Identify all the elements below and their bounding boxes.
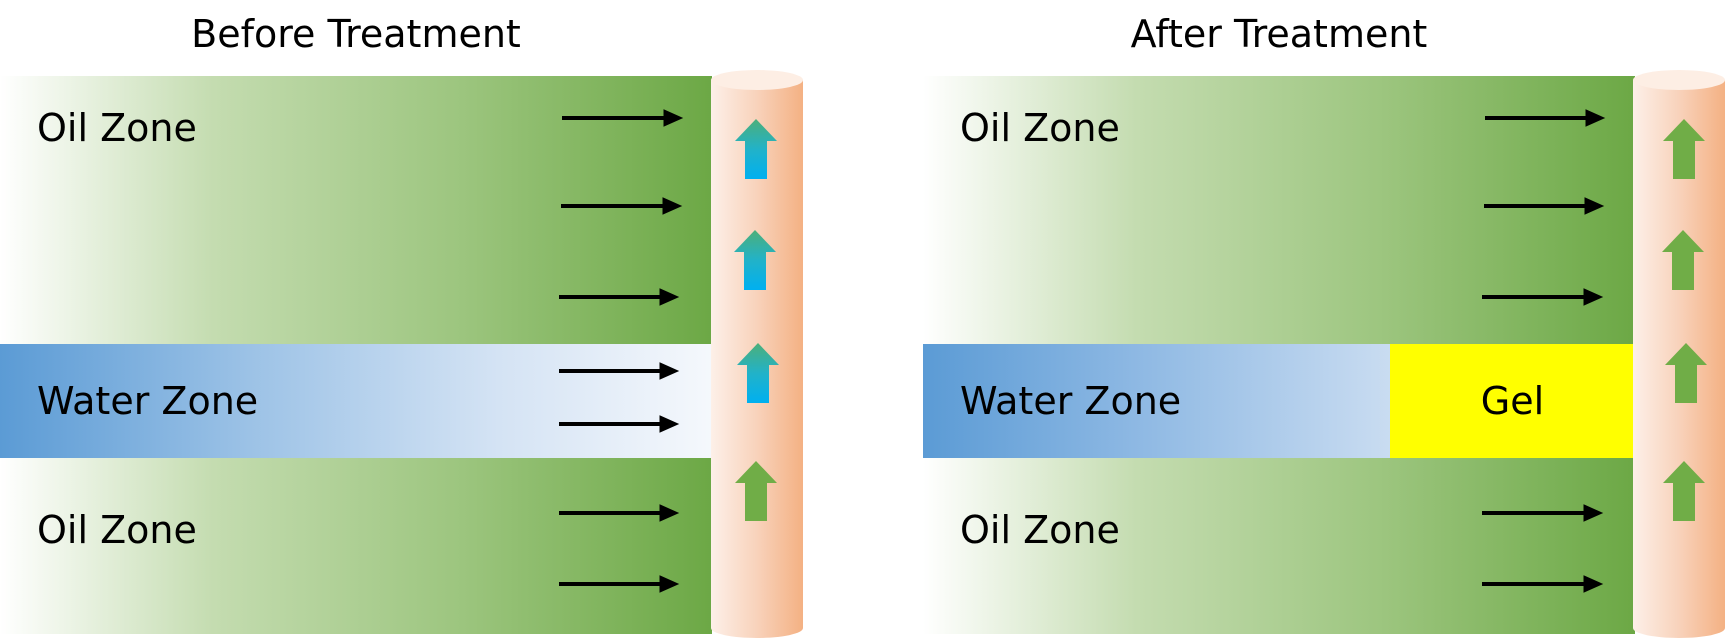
oil-up-arrow-icon	[735, 461, 777, 521]
flow-arrows	[1482, 109, 1606, 593]
oil-zone-bottom-label: Oil Zone	[37, 508, 197, 552]
flow-arrow	[1482, 575, 1604, 593]
after-title: After Treatment	[1130, 12, 1428, 56]
oil-zone-top-label: Oil Zone	[960, 106, 1120, 150]
water-zone: Water Zone	[923, 344, 1390, 458]
flow-arrow	[1485, 109, 1606, 127]
flow-arrow	[559, 504, 680, 522]
oil-zone-top: Oil Zone	[0, 76, 712, 344]
flow-arrow	[559, 362, 680, 380]
oil-up-arrow-icon	[1663, 119, 1705, 179]
oil-up-arrow-icon	[1662, 230, 1704, 290]
oil-zone-bottom: Oil Zone	[0, 458, 712, 634]
oil-zone-top: Oil Zone	[923, 76, 1635, 344]
oil-up-arrow-icon	[1663, 461, 1705, 521]
flow-arrow	[562, 109, 684, 127]
production-arrows	[734, 119, 779, 521]
after-overlay	[1482, 70, 1725, 638]
production-arrows	[1662, 119, 1707, 521]
gel-block: Gel	[1390, 344, 1635, 458]
water-oil-up-arrow-icon	[737, 343, 779, 403]
flow-arrow	[1482, 288, 1604, 306]
before-treatment-panel: Before Treatment Oil Zone Water Zone Oil…	[0, 0, 820, 640]
gel-label: Gel	[1480, 379, 1545, 423]
flow-arrow	[561, 197, 683, 215]
oil-zone-bottom-label: Oil Zone	[960, 508, 1120, 552]
flow-arrow	[1484, 197, 1605, 215]
water-zone-label: Water Zone	[37, 379, 259, 423]
flow-arrow	[559, 288, 680, 306]
flow-arrow	[559, 575, 680, 593]
oil-up-arrow-icon	[1665, 343, 1707, 403]
before-overlay	[559, 70, 803, 638]
after-treatment-panel: After Treatment Oil Zone Water Zone Gel …	[923, 0, 1726, 640]
oil-zone-top-label: Oil Zone	[37, 106, 197, 150]
water-oil-up-arrow-icon	[735, 119, 777, 179]
water-zone-label: Water Zone	[960, 379, 1182, 423]
flow-arrows	[559, 109, 684, 593]
before-title: Before Treatment	[191, 12, 521, 56]
oil-zone-bottom: Oil Zone	[923, 458, 1635, 634]
water-oil-up-arrow-icon	[734, 230, 776, 290]
flow-arrow	[1482, 504, 1604, 522]
water-zone: Water Zone	[0, 344, 712, 458]
flow-arrow	[559, 415, 680, 433]
